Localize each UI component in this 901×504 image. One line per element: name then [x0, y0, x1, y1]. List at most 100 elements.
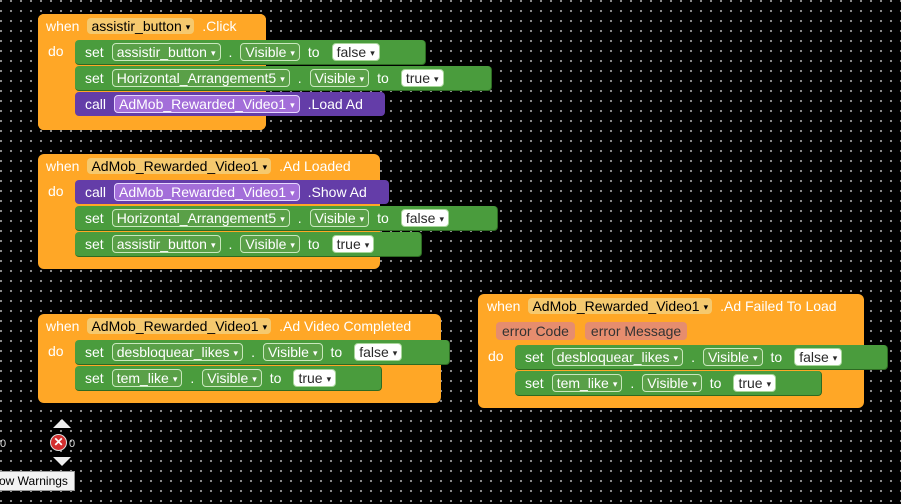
boolean-block[interactable]: false▾	[327, 42, 384, 62]
dropdown-arrow-icon: ▾	[673, 353, 679, 363]
event-name: .Ad Loaded	[279, 158, 351, 174]
property-dropdown[interactable]: Visible▾	[309, 69, 370, 87]
set-keyword: set	[525, 375, 544, 391]
property-dropdown[interactable]: Visible▾	[240, 235, 300, 253]
dropdown-arrow-icon: ▾	[262, 322, 268, 332]
property-dropdown[interactable]: Visible▾	[202, 369, 262, 387]
boolean-block[interactable]: false▾	[350, 342, 407, 362]
boolean-dropdown[interactable]: true▾	[331, 235, 375, 253]
set-statement[interactable]: set Horizontal_Arrangement5▾ . Visible▾ …	[75, 66, 492, 91]
call-statement[interactable]: call AdMob_Rewarded_Video1▾ .Show Ad	[75, 180, 389, 204]
boolean-dropdown[interactable]: false▾	[331, 43, 380, 61]
set-statement[interactable]: set assistir_button▾ . Visible▾ to true▾	[75, 232, 422, 257]
event-header-row: when AdMob_Rewarded_Video1▾ .Ad Video Co…	[46, 318, 411, 334]
set-statement[interactable]: set desbloquear_likes▾ . Visible▾ to fal…	[75, 340, 450, 365]
dropdown-arrow-icon: ▾	[312, 348, 318, 358]
boolean-block[interactable]: false▾	[396, 208, 453, 228]
when-label: when	[487, 298, 521, 314]
method-name: .Load Ad	[307, 96, 363, 112]
set-keyword: set	[85, 370, 104, 386]
component-dropdown[interactable]: AdMob_Rewarded_Video1▾	[87, 158, 272, 174]
dropdown-arrow-icon: ▾	[364, 240, 370, 250]
set-statement[interactable]: set desbloquear_likes▾ . Visible▾ to fal…	[515, 345, 888, 370]
method-name: .Show Ad	[307, 184, 367, 200]
set-keyword: set	[85, 210, 104, 226]
do-label: do	[48, 183, 64, 199]
toggle-warnings-button[interactable]: ow Warnings	[0, 471, 75, 491]
dropdown-arrow-icon: ▾	[185, 22, 191, 32]
set-keyword: set	[85, 236, 104, 252]
error-count: 0	[69, 438, 76, 450]
boolean-dropdown[interactable]: false▾	[354, 343, 403, 361]
dropdown-arrow-icon: ▾	[433, 74, 439, 84]
dropdown-arrow-icon: ▾	[290, 100, 295, 110]
do-label: do	[48, 43, 64, 59]
dropdown-arrow-icon: ▾	[290, 48, 295, 58]
component-dropdown[interactable]: AdMob_Rewarded_Video1▾	[114, 183, 300, 201]
dropdown-arrow-icon: ▾	[703, 302, 709, 312]
set-statement[interactable]: set Horizontal_Arrangement5▾ . Visible▾ …	[75, 206, 498, 231]
property-dropdown[interactable]: Visible▾	[702, 348, 763, 366]
boolean-block[interactable]: true▾	[327, 234, 379, 254]
dropdown-arrow-icon: ▾	[359, 214, 365, 224]
when-label: when	[46, 158, 80, 174]
event-name: .Ad Video Completed	[279, 318, 412, 334]
set-keyword: set	[525, 349, 544, 365]
property-dropdown[interactable]: Visible▾	[642, 374, 702, 392]
property-dropdown[interactable]: Visible▾	[262, 343, 323, 361]
param-error-code[interactable]: error Code	[496, 322, 575, 340]
boolean-block[interactable]: true▾	[396, 68, 448, 88]
dropdown-arrow-icon: ▾	[439, 214, 444, 224]
to-keyword: to	[377, 210, 389, 226]
component-dropdown[interactable]: assistir_button▾	[111, 235, 221, 253]
error-icon[interactable]: ✕	[50, 434, 67, 451]
dropdown-arrow-icon: ▾	[233, 348, 239, 358]
to-keyword: to	[770, 349, 783, 365]
property-dropdown[interactable]: Visible▾	[240, 43, 300, 61]
component-dropdown[interactable]: Horizontal_Arrangement5▾	[111, 209, 290, 227]
component-dropdown[interactable]: Horizontal_Arrangement5▾	[111, 69, 290, 87]
boolean-dropdown[interactable]: true▾	[400, 69, 444, 87]
component-dropdown[interactable]: assistir_button▾	[87, 18, 195, 34]
component-dropdown[interactable]: tem_like▾	[551, 374, 623, 392]
arrow-down-icon[interactable]	[53, 457, 71, 466]
property-dropdown[interactable]: Visible▾	[309, 209, 370, 227]
dropdown-arrow-icon: ▾	[832, 353, 838, 363]
component-dropdown[interactable]: AdMob_Rewarded_Video1▾	[87, 318, 272, 334]
call-keyword: call	[85, 184, 107, 200]
call-statement[interactable]: call AdMob_Rewarded_Video1▾ .Load Ad	[75, 92, 385, 116]
event-name: .Ad Failed To Load	[720, 298, 837, 314]
dropdown-arrow-icon: ▾	[692, 379, 697, 389]
dropdown-arrow-icon: ▾	[326, 374, 332, 384]
component-dropdown[interactable]: desbloquear_likes▾	[551, 348, 684, 366]
set-statement[interactable]: set tem_like▾ . Visible▾ to true▾	[75, 366, 382, 391]
warning-count: 0	[0, 438, 7, 450]
boolean-block[interactable]: false▾	[790, 347, 847, 367]
when-label: when	[46, 18, 80, 34]
set-statement[interactable]: set tem_like▾ . Visible▾ to true▾	[515, 371, 822, 396]
component-dropdown[interactable]: AdMob_Rewarded_Video1▾	[528, 298, 713, 314]
dropdown-arrow-icon: ▾	[172, 374, 178, 384]
boolean-dropdown[interactable]: false▾	[794, 348, 843, 366]
boolean-block[interactable]: true▾	[289, 368, 341, 388]
arrow-up-icon[interactable]	[53, 419, 71, 428]
component-dropdown[interactable]: AdMob_Rewarded_Video1▾	[114, 95, 300, 113]
to-keyword: to	[709, 375, 722, 391]
boolean-dropdown[interactable]: false▾	[400, 209, 449, 227]
component-dropdown[interactable]: desbloquear_likes▾	[111, 343, 244, 361]
boolean-dropdown[interactable]: true▾	[293, 369, 337, 387]
dropdown-arrow-icon: ▾	[280, 214, 285, 224]
set-keyword: set	[85, 344, 104, 360]
boolean-dropdown[interactable]: true▾	[733, 374, 777, 392]
event-name: .Click	[202, 18, 237, 34]
when-label: when	[46, 318, 80, 334]
set-keyword: set	[85, 70, 104, 86]
component-dropdown[interactable]: tem_like▾	[111, 369, 183, 387]
boolean-block[interactable]: true▾	[729, 373, 781, 393]
dropdown-arrow-icon: ▾	[359, 74, 365, 84]
component-dropdown[interactable]: assistir_button▾	[111, 43, 221, 61]
set-statement[interactable]: set assistir_button▾ . Visible▾ to false…	[75, 40, 426, 65]
dropdown-arrow-icon: ▾	[766, 379, 772, 389]
call-keyword: call	[85, 96, 107, 112]
param-error-message[interactable]: error Message	[584, 322, 688, 340]
